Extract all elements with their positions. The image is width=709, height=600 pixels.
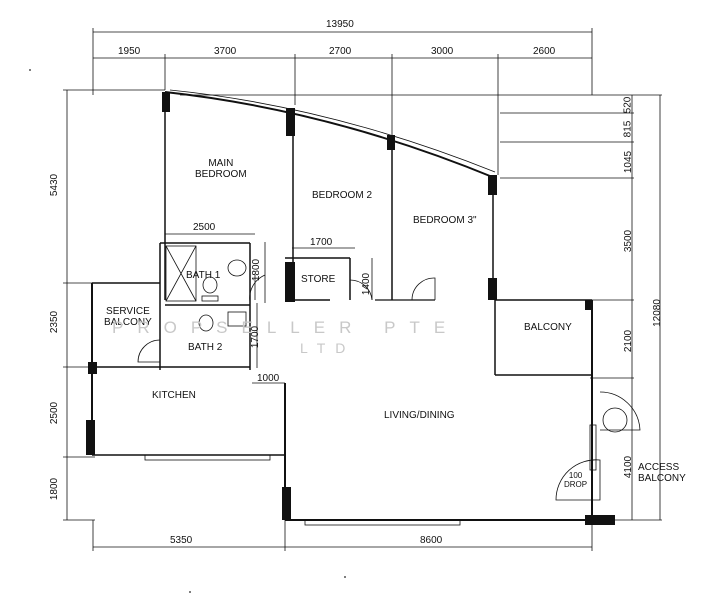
dim-kitchen-width: 1000 (257, 373, 280, 384)
scan-marks (29, 69, 346, 593)
dim-top-4: 3000 (431, 46, 454, 57)
wall-columns (86, 92, 615, 525)
room-access-balcony-line1: ACCESS (638, 462, 680, 473)
dim-left-2: 2350 (49, 310, 61, 334)
dim-top-total: 13950 (326, 19, 354, 30)
room-bedroom-3: BEDROOM 3" (413, 215, 477, 226)
doors (137, 274, 641, 501)
dim-left-1: 5430 (49, 173, 61, 197)
dim-left-3: 2500 (49, 401, 61, 425)
dim-right-2: 815 (622, 120, 634, 138)
dim-top-1: 1950 (118, 46, 141, 57)
dim-bath-height-1: 1800 (251, 258, 263, 282)
room-living-dining: LIVING/DINING (384, 410, 455, 421)
room-main-bedroom-line1: MAIN (208, 158, 234, 169)
watermark-line1: PROPSELLER PTE (112, 318, 460, 337)
dim-right-3: 1045 (623, 150, 635, 174)
dim-left-4: 1800 (49, 477, 61, 501)
watermark-line2: LTD (300, 340, 356, 356)
room-kitchen: KITCHEN (152, 390, 196, 401)
windows (144, 424, 597, 526)
room-bath-2: BATH 2 (188, 342, 223, 353)
drop-label-line2: DROP (564, 479, 588, 489)
room-main-bedroom-line2: BEDROOM (195, 169, 247, 180)
dim-right-4: 3500 (623, 229, 635, 253)
dim-top-5: 2600 (533, 46, 556, 57)
dim-bath-width: 2500 (193, 222, 216, 233)
room-main-bedroom: MAIN BEDROOM (195, 158, 247, 180)
dim-bottom-1: 5350 (170, 535, 193, 546)
room-balcony: BALCONY (524, 322, 572, 333)
room-service-balcony-line2: BALCONY (104, 317, 152, 328)
dim-store-height: 1400 (361, 272, 373, 296)
room-bedroom-2: BEDROOM 2 (312, 190, 373, 201)
dim-right-6: 4100 (623, 455, 635, 479)
dim-bottom-2: 8600 (420, 535, 443, 546)
room-access-balcony-line2: BALCONY (638, 473, 686, 484)
room-access-balcony: ACCESS BALCONY (638, 462, 686, 484)
dim-right-total: 12080 (651, 299, 663, 327)
dim-right-5: 2100 (623, 329, 635, 353)
room-store: STORE (301, 274, 336, 285)
room-service-balcony: SERVICE BALCONY (104, 306, 152, 328)
drop-label: 100 DROP (564, 471, 588, 490)
room-bath-1: BATH 1 (186, 270, 221, 281)
walls (91, 89, 593, 521)
bath-fixtures (165, 245, 247, 332)
room-service-balcony-line1: SERVICE (106, 306, 150, 317)
drop-label-line1: 100 (568, 471, 583, 480)
dim-top-2: 3700 (214, 46, 237, 57)
dim-top-3: 2700 (329, 46, 352, 57)
dim-right-1: 520 (622, 96, 634, 114)
dim-store-width: 1700 (310, 237, 333, 248)
